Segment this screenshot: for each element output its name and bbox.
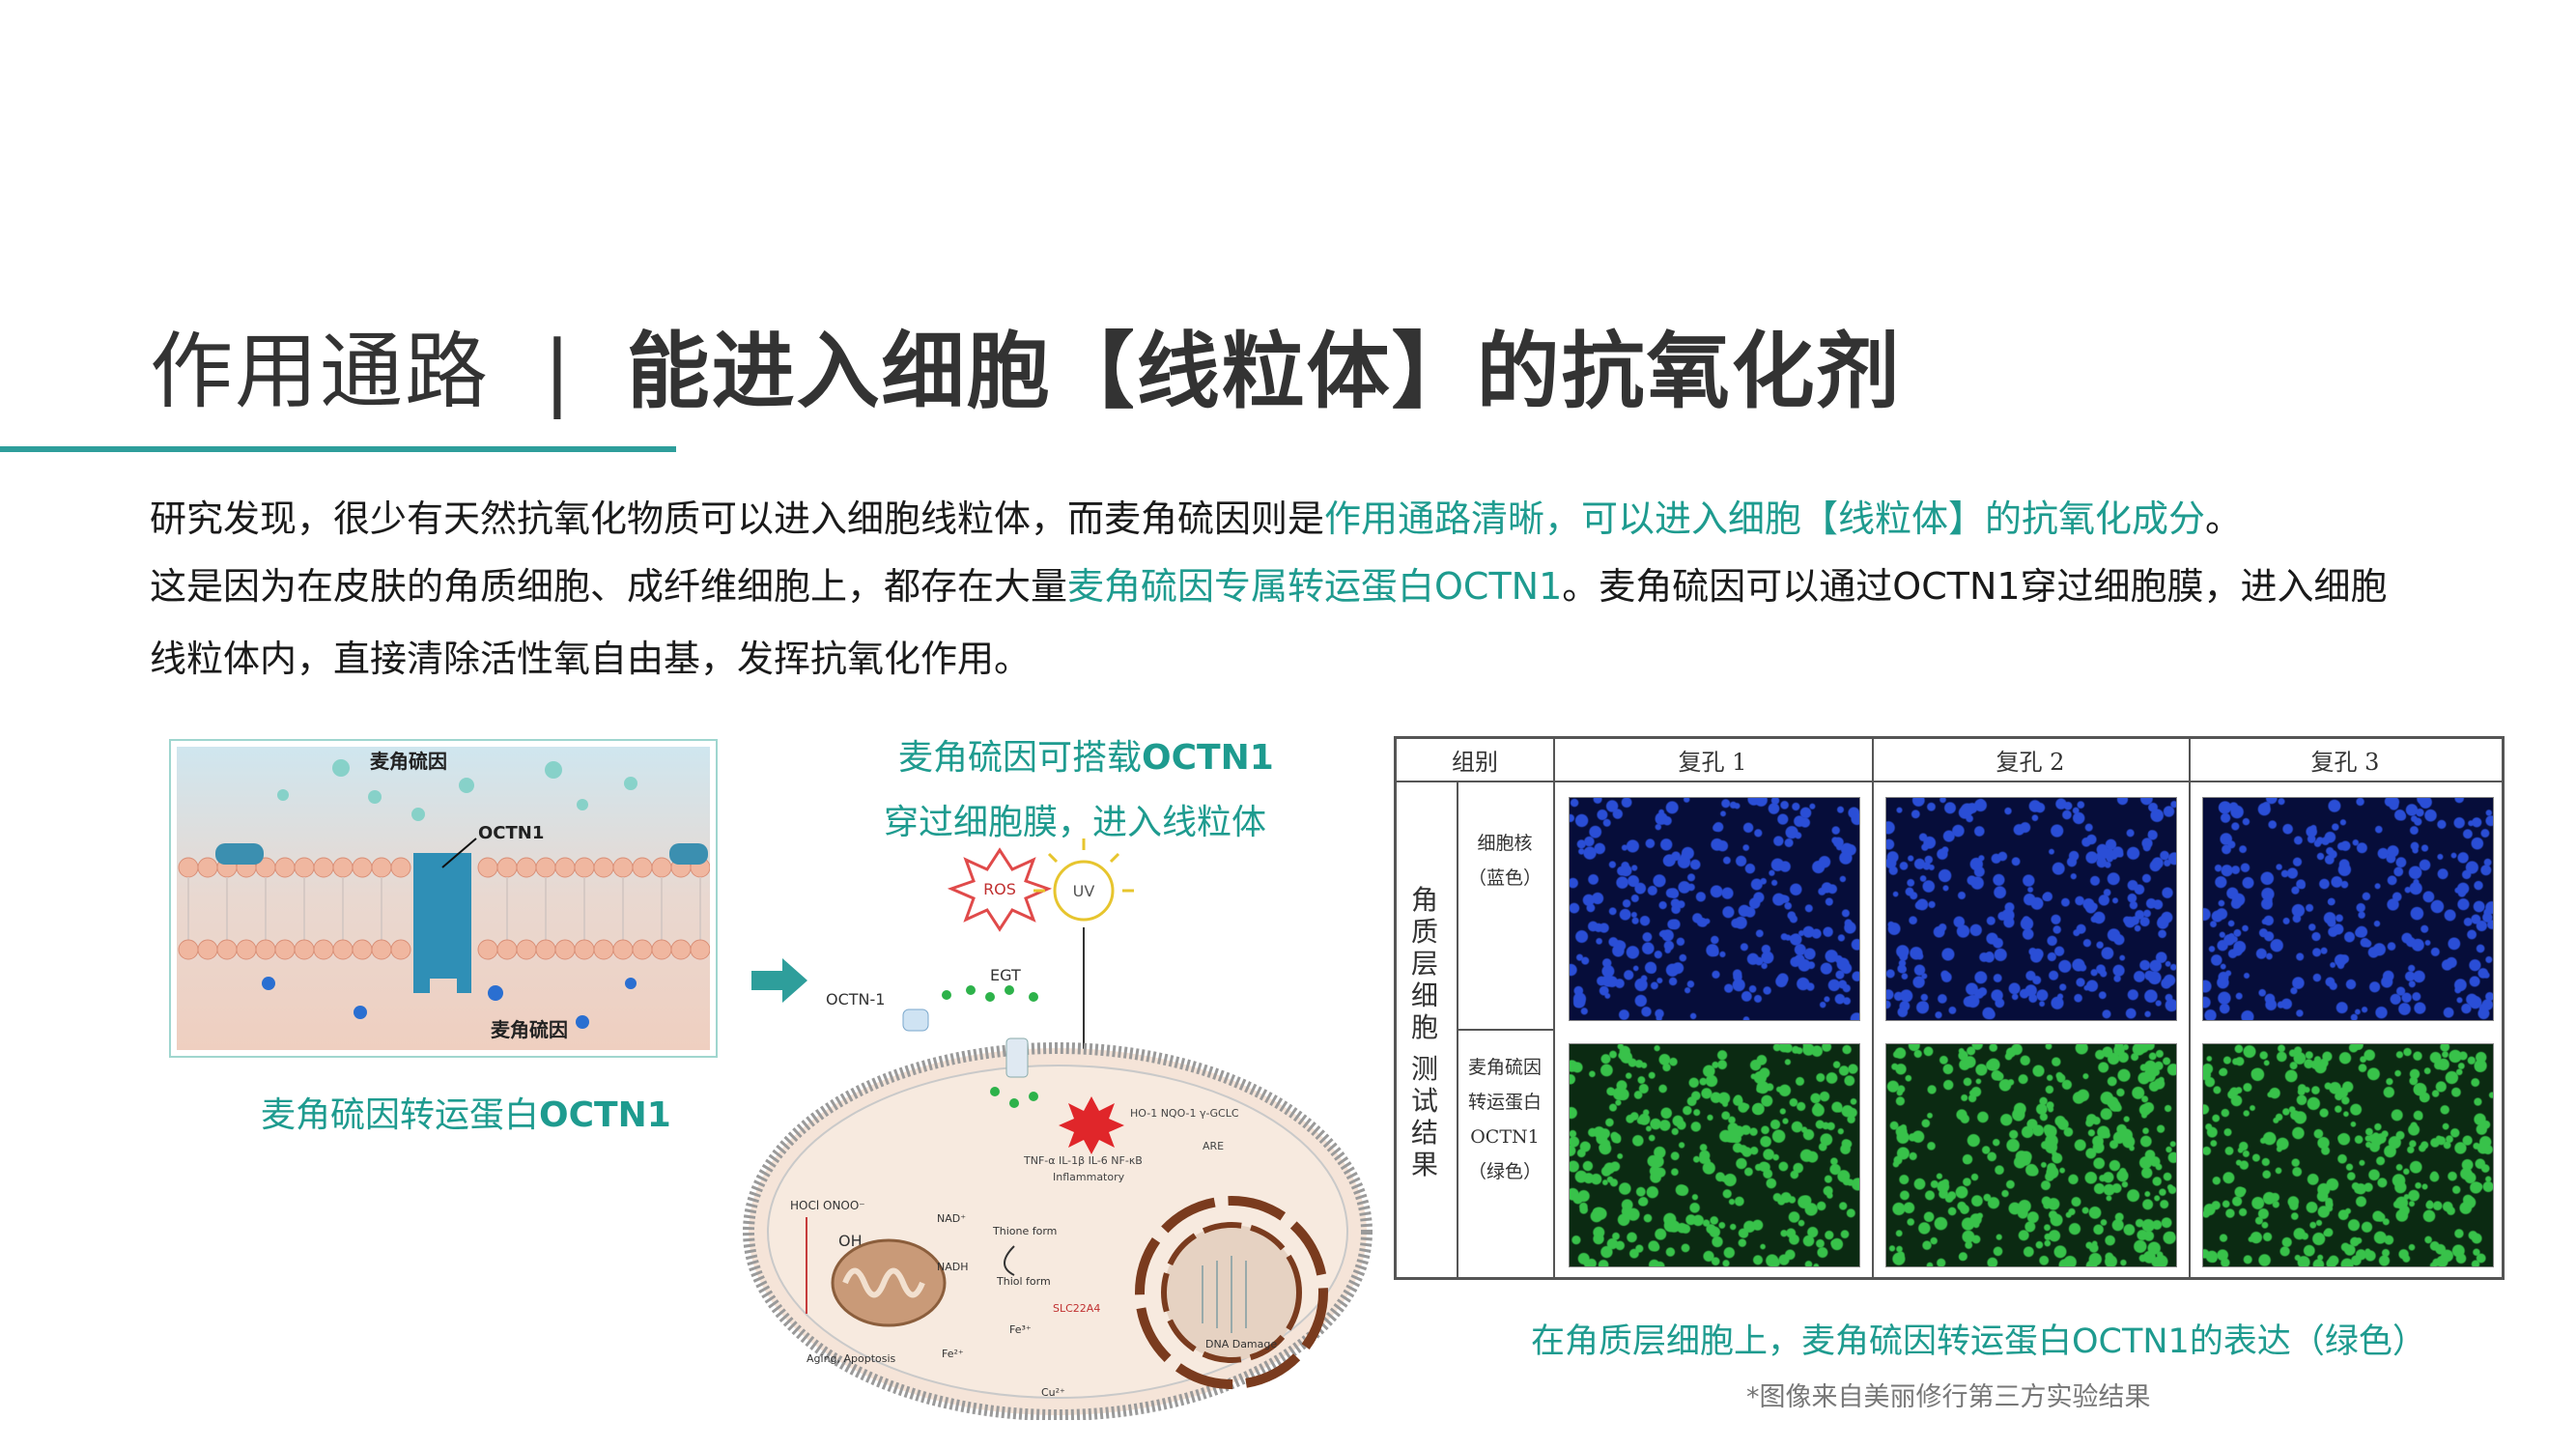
inflammatory-label: Inflammatory: [1053, 1171, 1125, 1183]
ho1-label: HO-1 NQO-1 γ-GCLC: [1130, 1107, 1239, 1120]
middle-caption-2: 穿过细胞膜，进入线粒体: [884, 803, 1267, 842]
octn1-label: OCTN-1: [826, 990, 885, 1009]
row2-label-line: 转运蛋白: [1467, 1092, 1542, 1113]
middle-caption-text: 麦角硫因可搭载: [898, 738, 1143, 778]
middle-caption-bold: OCTN1: [1142, 738, 1274, 778]
title-underline: [0, 446, 676, 452]
octn1-image-3: [2202, 1043, 2494, 1267]
hocl-label: HOCl ONOO⁻: [790, 1199, 865, 1212]
microscopy-table: 组别 复孔 1 复孔 2 复孔 3 角质层细胞 测试结果 细胞核 （蓝色） 麦角…: [1394, 736, 2505, 1280]
dna-label: DNA Damage: [1205, 1338, 1277, 1350]
title-separator: |: [543, 324, 574, 420]
left-caption-text: 麦角硫因转运蛋白: [261, 1095, 540, 1135]
label-egt-top: 麦角硫因: [370, 750, 447, 773]
page-title: 作用通路 | 能进入细胞【线粒体】的抗氧化剂: [150, 319, 1902, 425]
col-header-1: 复孔 1: [1553, 739, 1872, 782]
cell-pathway-diagram: ROS UV EGT OCTN-1 TNF-α IL-1β IL-6 NF-κB…: [743, 838, 1373, 1420]
body-line-2: 这是因为在皮肤的角质细胞、成纤维细胞上，都存在大量麦角硫因专属转运蛋白OCTN1…: [150, 560, 2388, 612]
body-line-1: 研究发现，很少有天然抗氧化物质可以进入细胞线粒体，而麦角硫因则是作用通路清晰，可…: [150, 493, 2242, 545]
fe3-label: Fe³⁺: [1009, 1323, 1032, 1336]
col-header-group: 组别: [1397, 739, 1553, 782]
body-text: 研究发现，很少有天然抗氧化物质可以进入细胞线粒体，而麦角硫因则是: [150, 497, 1325, 540]
cu-label: Cu²⁺: [1041, 1386, 1065, 1399]
label-octn1: OCTN1: [478, 823, 544, 843]
membrane-svg: 麦角硫因 OCTN1 麦角硫因: [177, 747, 711, 1050]
divider: [1553, 739, 1555, 1277]
octn1-channel: [413, 853, 471, 993]
row1-label: 细胞核 （蓝色）: [1457, 826, 1553, 895]
nucleus-image-1: [1569, 797, 1860, 1021]
divider: [1457, 1029, 1553, 1031]
nucleus-image-2: [1885, 797, 2177, 1021]
aging-label: Aging, Apoptosis: [807, 1352, 896, 1365]
body-text: 。: [2205, 497, 2243, 540]
label-egt-bottom: 麦角硫因: [491, 1018, 568, 1041]
col-header-3: 复孔 3: [2189, 739, 2502, 782]
uv-label: UV: [1073, 882, 1095, 900]
row2-label: 麦角硫因 转运蛋白 OCTN1 （绿色）: [1457, 1050, 1553, 1189]
row1-label-line: （蓝色）: [1467, 867, 1542, 889]
mitochondrion-icon: [831, 1238, 947, 1327]
thione-label: Thione form: [992, 1225, 1057, 1237]
vertical-title: 角质层细胞 测试结果: [1410, 884, 1438, 1180]
middle-caption-1: 麦角硫因可搭载OCTN1: [898, 729, 1274, 780]
ros-label: ROS: [983, 880, 1016, 898]
nucleus-icon: [1135, 1196, 1328, 1389]
title-main: 能进入细胞【线粒体】的抗氧化剂: [626, 324, 1902, 420]
body-line-3: 线粒体内，直接清除活性氧自由基，发挥抗氧化作用。: [150, 638, 1032, 680]
inflam-label: TNF-α IL-1β IL-6 NF-κB: [1023, 1154, 1143, 1167]
source-note: *图像来自美丽修行第三方实验结果: [1746, 1382, 2151, 1412]
are-label: ARE: [1203, 1140, 1224, 1152]
arrow-right-icon: [751, 958, 807, 1003]
egt-label: EGT: [990, 966, 1021, 984]
body-highlight: 麦角硫因专属转运蛋白OCTN1: [1067, 565, 1563, 608]
thiol-label: Thiol form: [996, 1275, 1051, 1288]
fe2-label: Fe²⁺: [942, 1348, 964, 1360]
oh-label: OH: [838, 1232, 863, 1250]
octn1-image-2: [1885, 1043, 2177, 1267]
nucleus-image-3: [2202, 797, 2494, 1021]
row2-label-line: 麦角硫因: [1467, 1057, 1542, 1078]
body-text: 。麦角硫因可以通过OCTN1穿过细胞膜，进入细胞: [1562, 565, 2388, 608]
uv-icon: UV: [1033, 838, 1134, 922]
row2-label-line: OCTN1: [1470, 1126, 1540, 1148]
divider: [1872, 739, 1874, 1277]
body-text: 这是因为在皮肤的角质细胞、成纤维细胞上，都存在大量: [150, 565, 1068, 608]
right-caption: 在角质层细胞上，麦角硫因转运蛋白OCTN1的表达（绿色）: [1531, 1322, 2426, 1361]
left-caption: 麦角硫因转运蛋白OCTN1: [261, 1087, 671, 1137]
col-header-2: 复孔 2: [1872, 739, 2189, 782]
body-highlight: 作用通路清晰，可以进入细胞【线粒体】的抗氧化成分: [1324, 497, 2206, 540]
row2-label-line: （绿色）: [1467, 1161, 1542, 1182]
nadh-label: NADH: [937, 1261, 969, 1273]
nad-label: NAD⁺: [937, 1212, 966, 1225]
row1-label-line: 细胞核: [1477, 833, 1533, 854]
octn1-image-1: [1569, 1043, 1860, 1267]
slc-label: SLC22A4: [1053, 1302, 1100, 1315]
ros-icon: ROS: [947, 847, 1053, 932]
left-caption-bold: OCTN1: [539, 1095, 671, 1135]
divider: [2189, 739, 2191, 1277]
membrane-illustration: 麦角硫因 OCTN1 麦角硫因: [169, 739, 718, 1058]
title-prefix: 作用通路: [150, 324, 490, 420]
